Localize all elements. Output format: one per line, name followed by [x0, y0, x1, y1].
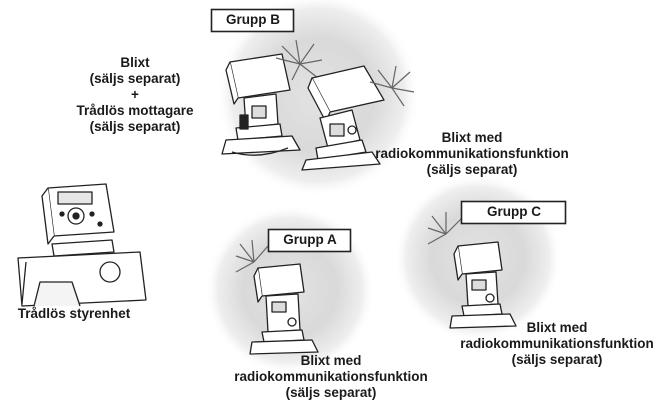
flash-burst-icon	[369, 65, 415, 107]
group-b-title: Grupp B	[226, 12, 280, 27]
label-line: Blixt med	[300, 353, 362, 368]
label-line: (säljs separat)	[89, 71, 181, 86]
flash-receiver-label: Blixt (säljs separat) + Trådlös mottagar…	[60, 55, 210, 135]
label-line: (säljs separat)	[426, 162, 518, 177]
group-b-frame	[210, 8, 295, 33]
radio-flash-c-icon	[449, 241, 517, 329]
label-line: Trådlös mottagare	[76, 103, 194, 118]
radio-flash-b-label: Blixt med radiokommunikationsfunktion (s…	[363, 130, 581, 178]
label-line: (säljs separat)	[511, 352, 603, 367]
radio-flash-a-icon	[249, 263, 319, 355]
group-a-title: Grupp A	[283, 232, 337, 247]
radio-flash-a-label: Blixt med radiokommunikationsfunktion (s…	[222, 353, 440, 401]
flash-with-receiver-icon	[221, 53, 301, 156]
label-line: Blixt	[120, 55, 150, 70]
flash-burst-icon	[427, 212, 463, 245]
label-line: Blixt med	[441, 130, 503, 145]
group-a-frame	[267, 228, 352, 253]
wireless-commander-icon	[17, 183, 147, 307]
label-line: (säljs separat)	[89, 119, 181, 134]
commander-label: Trådlös styrenhet	[17, 306, 131, 321]
radio-flash-b-icon	[301, 65, 385, 171]
flash-burst-icon	[275, 39, 323, 81]
label-line: (säljs separat)	[285, 385, 377, 400]
label-line: radiokommunikationsfunktion	[234, 369, 428, 384]
label-line: +	[131, 87, 139, 102]
label-line: Blixt med	[526, 320, 588, 335]
radio-flash-c-label: Blixt med radiokommunikationsfunktion (s…	[448, 320, 666, 368]
label-line: radiokommunikationsfunktion	[460, 336, 654, 351]
label-line: radiokommunikationsfunktion	[375, 146, 569, 161]
flash-burst-icon	[235, 239, 269, 273]
group-c-title: Grupp C	[487, 204, 541, 219]
group-c-frame	[460, 200, 567, 225]
